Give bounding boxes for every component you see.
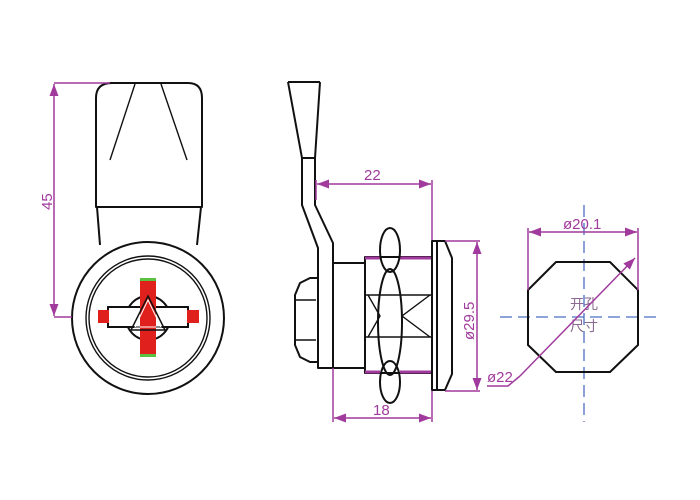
flange xyxy=(431,240,453,391)
front-view: 45 xyxy=(39,82,225,395)
offset-dim-label: 22 xyxy=(364,167,381,184)
lock-body xyxy=(332,262,366,369)
cutout-label-line2: 尺寸 xyxy=(570,319,598,335)
diagonal-dimension: ø22 xyxy=(487,257,636,387)
key-plug xyxy=(98,278,199,357)
lever xyxy=(287,81,334,369)
diameter-dim-label: ø29.5 xyxy=(461,302,478,340)
handle-top xyxy=(95,82,203,208)
height-dim-label: 45 xyxy=(39,193,56,210)
offset-dimension: 22 xyxy=(315,167,433,240)
cutout-outline xyxy=(527,261,639,373)
hex-nut xyxy=(294,277,319,363)
cutout-label-line1: 开孔 xyxy=(570,297,598,313)
handle-neck xyxy=(96,206,202,246)
width-dim-label: ø20.1 xyxy=(563,216,601,233)
body-dimension: 18 xyxy=(332,368,433,423)
diameter-dimension: ø29.5 xyxy=(445,240,482,392)
body-dim-label: 18 xyxy=(373,402,390,419)
diagonal-dim-label: ø22 xyxy=(487,369,513,386)
width-dimension: ø20.1 xyxy=(527,216,639,290)
cutout-view: 开孔 尺寸 ø20.1 ø22 xyxy=(487,205,662,422)
height-dimension: 45 xyxy=(39,82,110,318)
side-view: 22 ø29.5 18 xyxy=(287,81,482,423)
outer-bezel xyxy=(71,241,225,395)
